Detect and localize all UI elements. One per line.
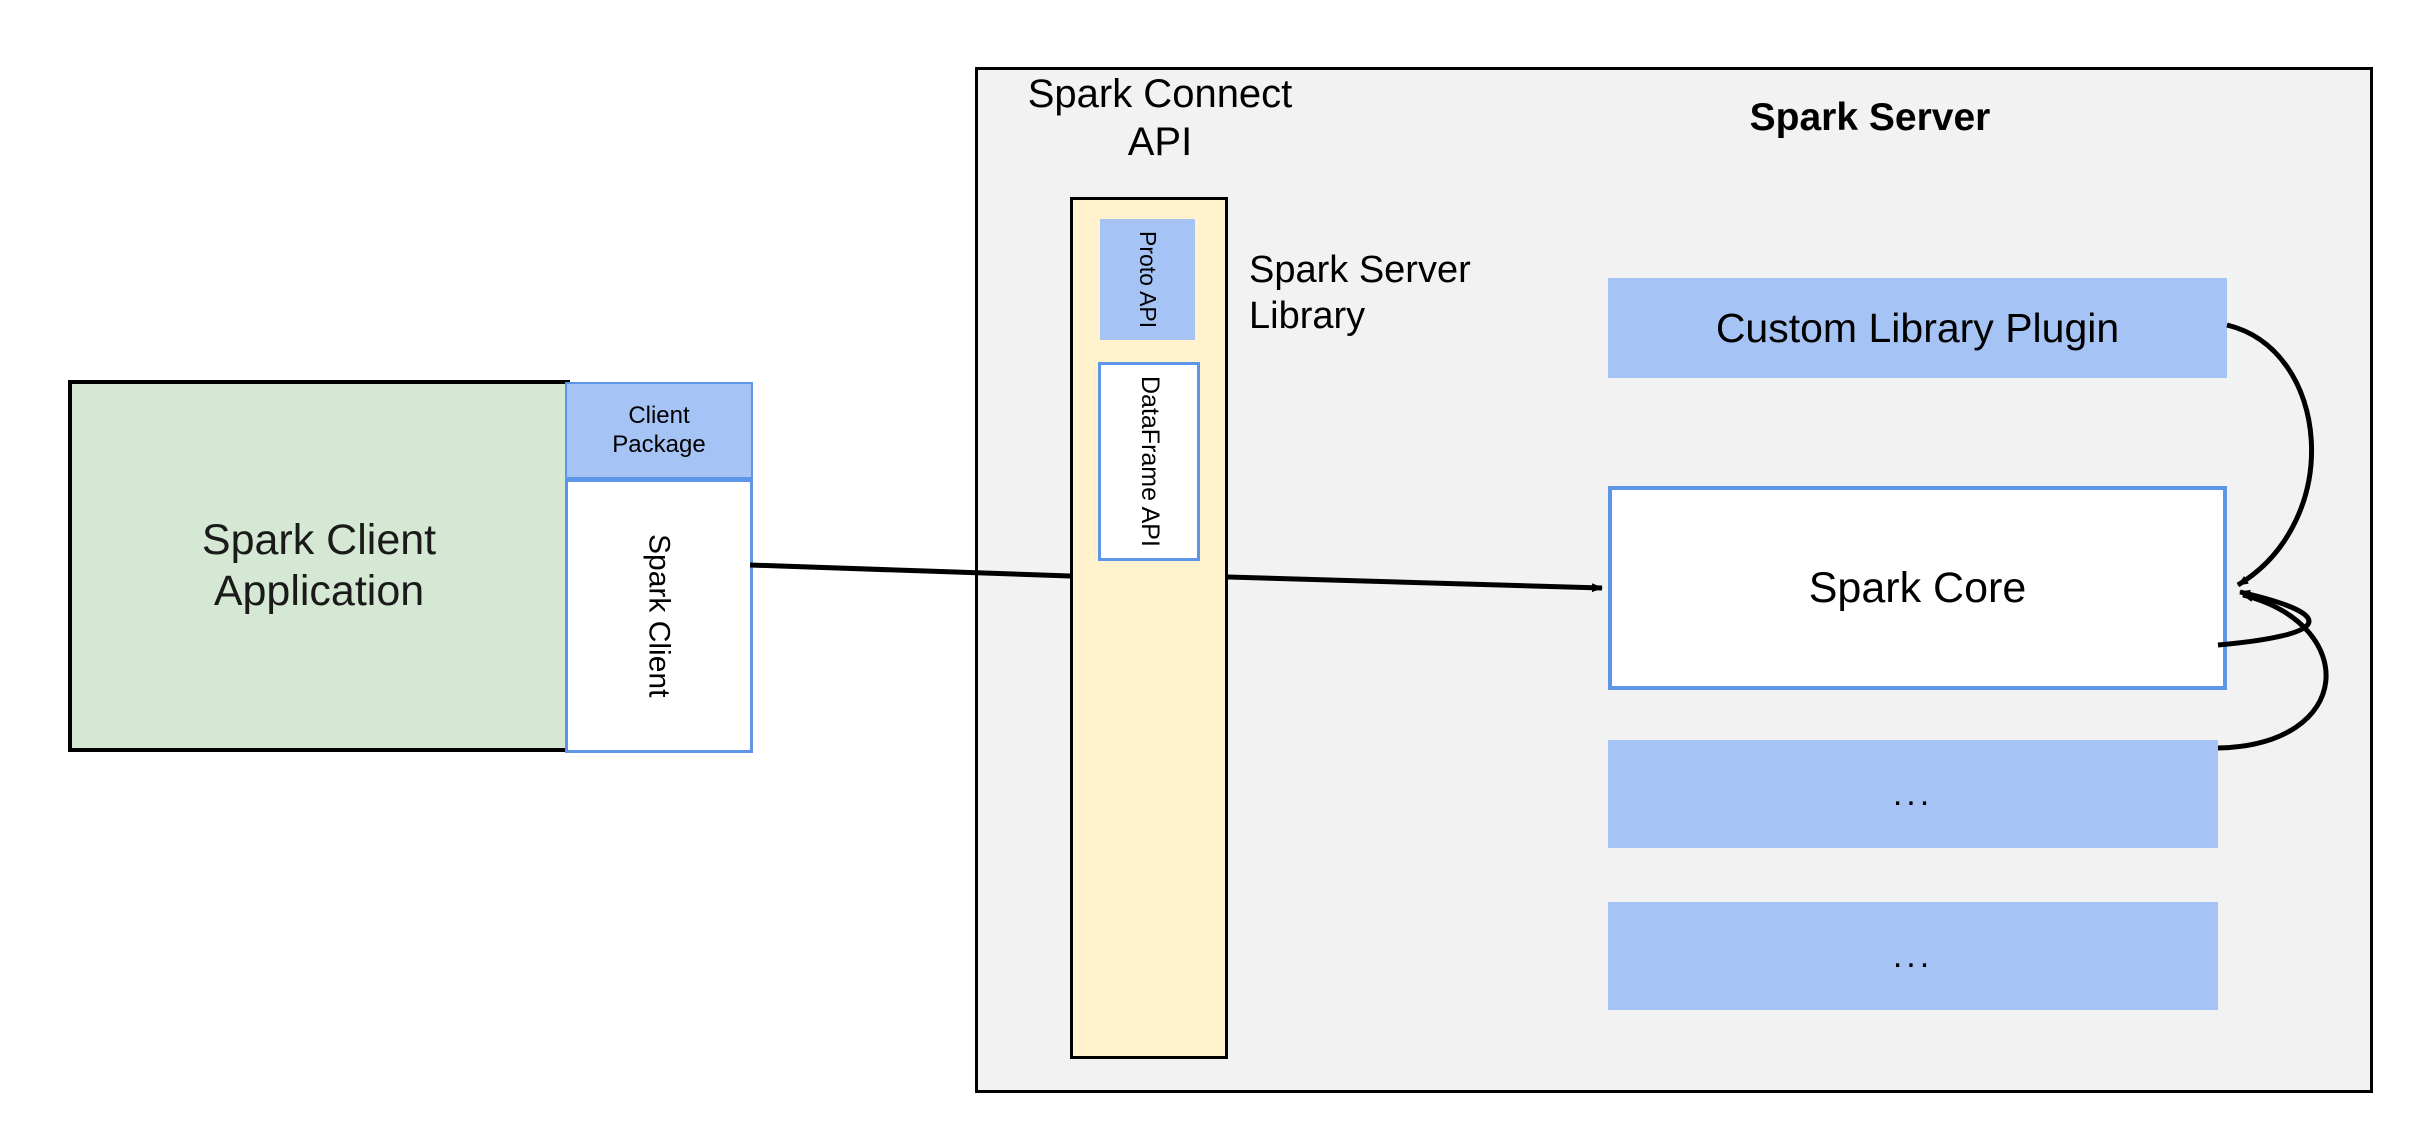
custom-library-plugin-box: Custom Library Plugin bbox=[1608, 278, 2227, 378]
spark-client-application-box: Spark Client Application bbox=[68, 380, 570, 752]
spark-server-title: Spark Server bbox=[1749, 96, 1991, 139]
spark-connect-api-label: Spark Connect API bbox=[1027, 72, 1293, 164]
ellipsis-box-1: ... bbox=[1608, 740, 2218, 848]
spark-client-box: Spark Client bbox=[565, 479, 753, 753]
spark-server-library-label: Spark Server Library bbox=[1249, 249, 1471, 337]
client-package-box: Client Package bbox=[565, 382, 753, 479]
proto-api-box: Proto API bbox=[1100, 219, 1195, 340]
dataframe-api-label: DataFrame API bbox=[1135, 376, 1164, 547]
ellipsis-box-2: ... bbox=[1608, 902, 2218, 1010]
spark-core-box: Spark Core bbox=[1608, 486, 2227, 690]
proto-api-label: Proto API bbox=[1135, 230, 1162, 329]
spark-client-label: Spark Client bbox=[642, 534, 676, 698]
spark-server-library-column bbox=[1070, 197, 1228, 1059]
dataframe-api-box: DataFrame API bbox=[1098, 362, 1200, 561]
